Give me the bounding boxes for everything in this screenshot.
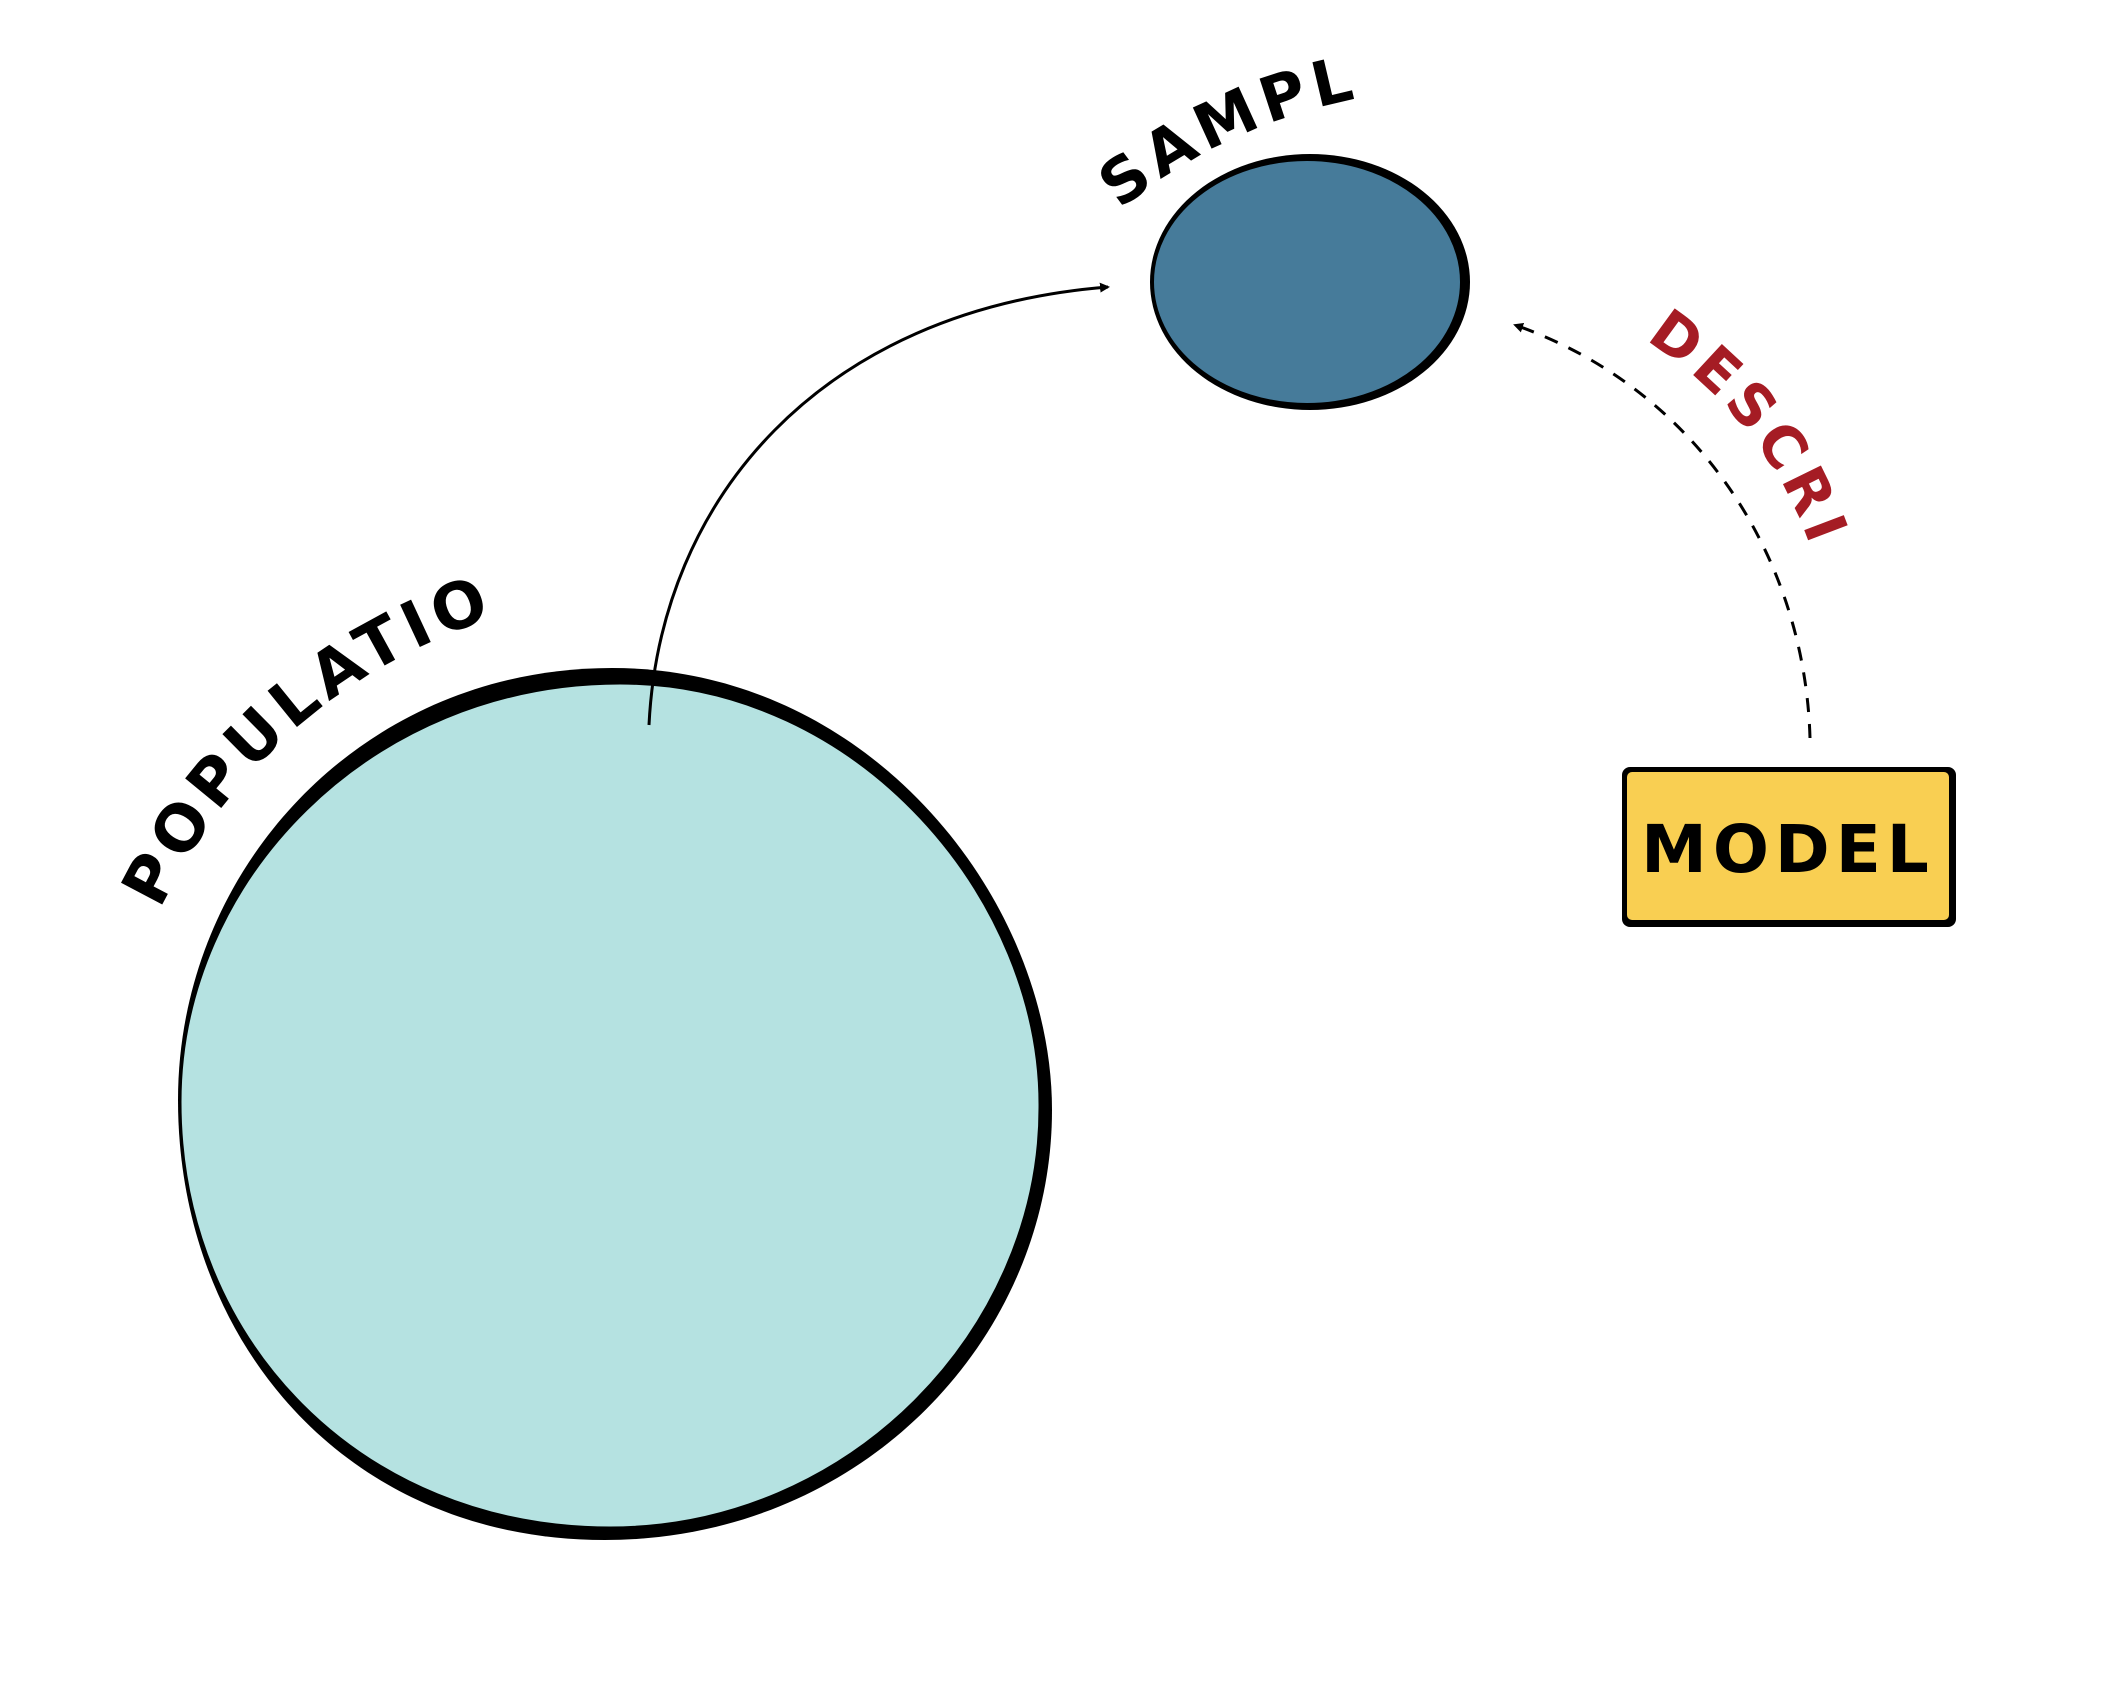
describe-label: DESCRIBE: [0, 0, 1863, 556]
sampling-arrow: [647, 282, 1110, 726]
model-node: MODEL: [1622, 767, 1956, 927]
population-node: POPULATION: [0, 0, 1052, 1540]
model-label: MODEL: [1641, 811, 1935, 888]
sample-node: SAMPLE: [0, 0, 1470, 410]
population-circle: [178, 681, 1042, 1530]
sample-label: SAMPLE: [0, 0, 1365, 222]
sample-ellipse: [1152, 159, 1462, 405]
model-box: [1625, 770, 1951, 922]
describe-arrow: [1513, 322, 1812, 739]
